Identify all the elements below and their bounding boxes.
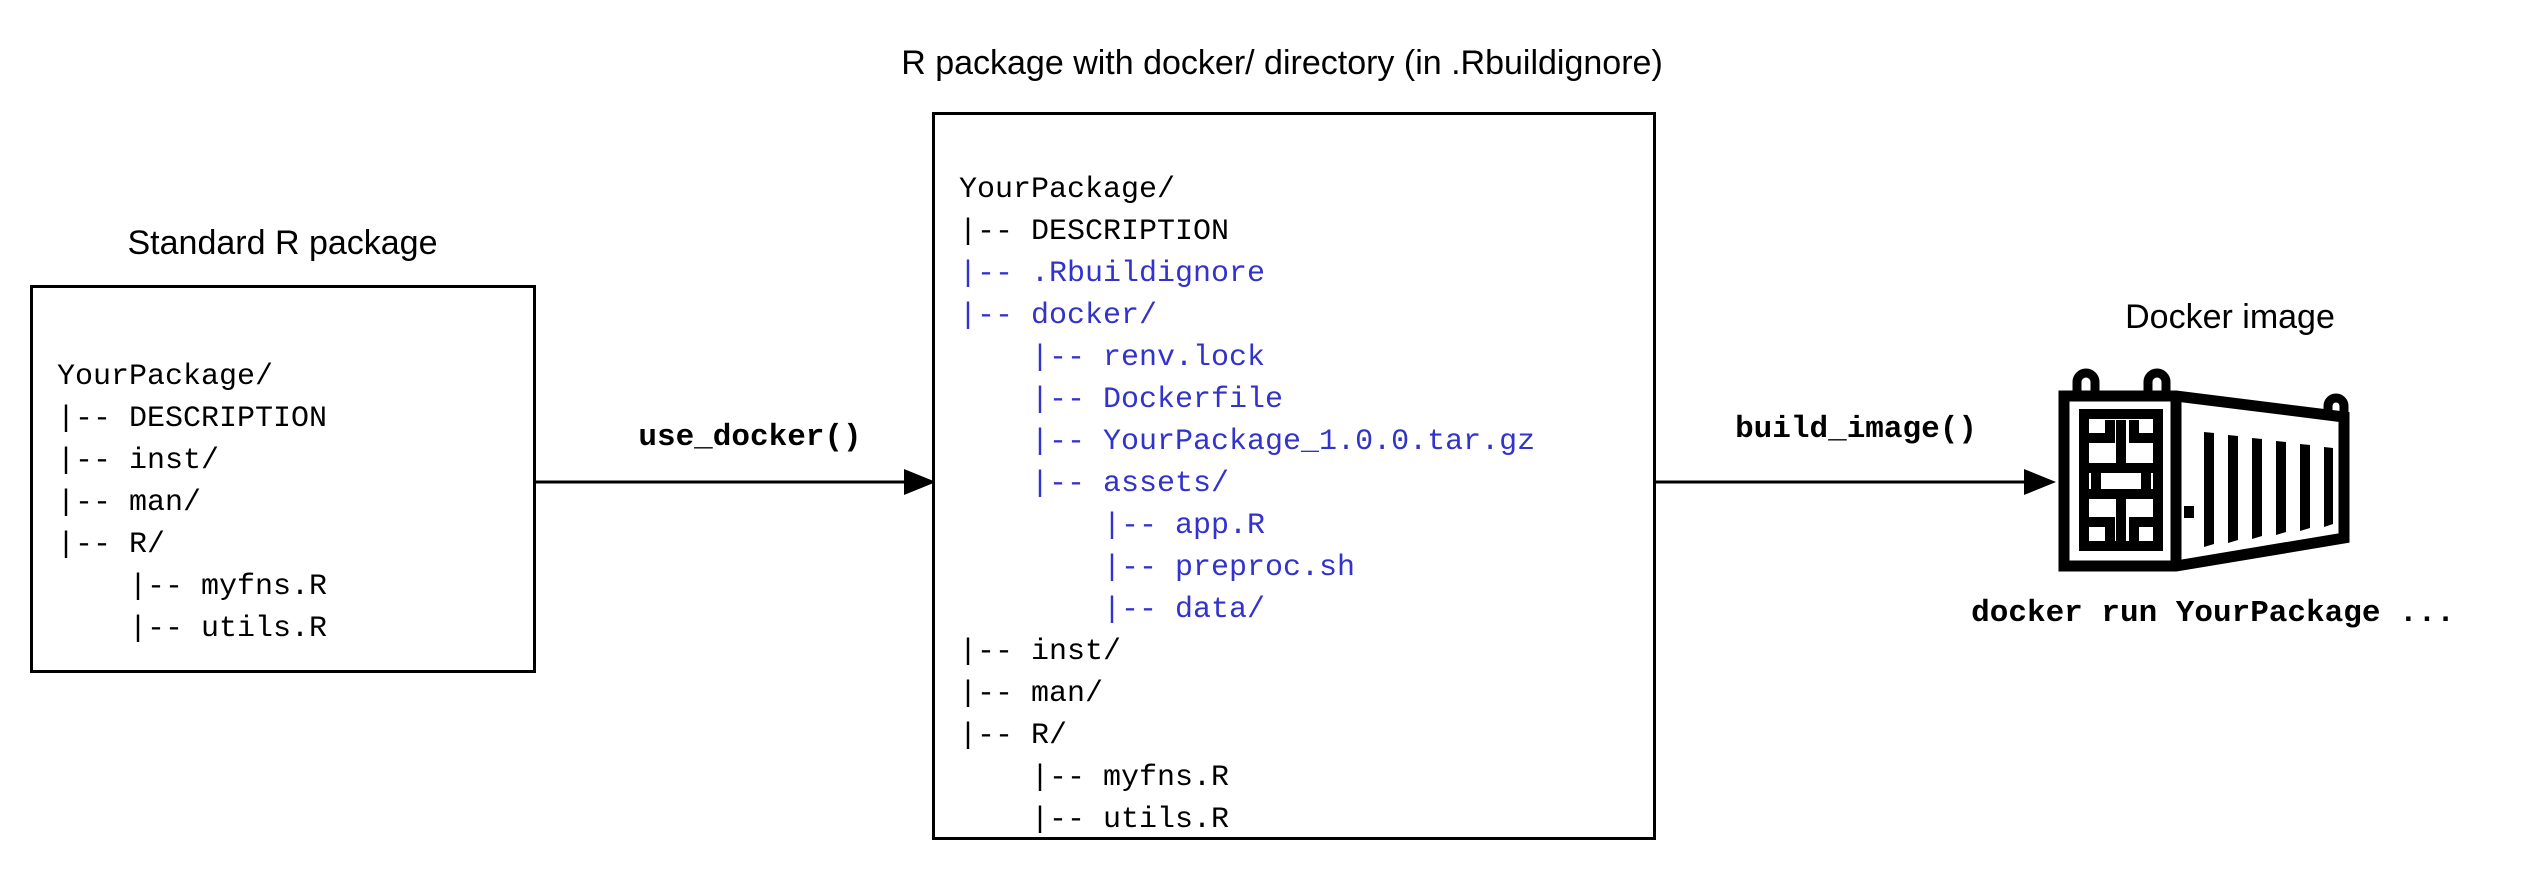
tree-line: |-- DESCRIPTION — [959, 215, 1230, 249]
tree-line: |-- inst/ — [57, 444, 220, 478]
tree-line: |-- app.R — [959, 509, 1266, 543]
tree-line: |-- utils.R — [959, 803, 1230, 837]
tree-line: |-- R/ — [959, 719, 1068, 753]
docker-image-title: Docker image — [2125, 298, 2335, 336]
docker-package-title: R package with docker/ directory (in .Rb… — [901, 44, 1663, 82]
standard-r-package-title: Standard R package — [127, 224, 438, 262]
tree-line: |-- man/ — [959, 677, 1104, 711]
tree-line: YourPackage/ — [57, 360, 274, 394]
use-docker-arrow: use_docker() — [536, 420, 936, 510]
tree-line: |-- inst/ — [959, 635, 1122, 669]
tree-line: |-- Dockerfile — [959, 383, 1284, 417]
docker-run-command: docker run YourPackage ... — [1971, 596, 2455, 631]
tree-line: |-- utils.R — [57, 612, 328, 646]
tree-line: |-- data/ — [959, 593, 1266, 627]
docker-package-tree: YourPackage/ |-- DESCRIPTION |-- .Rbuild… — [959, 169, 1535, 841]
build-image-arrow: build_image() — [1656, 412, 2056, 510]
use-docker-label: use_docker() — [638, 420, 862, 455]
tree-line: |-- DESCRIPTION — [57, 402, 328, 436]
arrow-line-1 — [536, 469, 936, 495]
tree-line: |-- docker/ — [959, 299, 1158, 333]
build-image-label: build_image() — [1735, 412, 1977, 447]
arrow-line-2 — [1656, 469, 2056, 495]
tree-line: |-- preproc.sh — [959, 551, 1356, 585]
tree-line: |-- YourPackage_1.0.0.tar.gz — [959, 425, 1536, 459]
tree-line: |-- myfns.R — [57, 570, 328, 604]
tree-line: |-- .Rbuildignore — [959, 257, 1266, 291]
tree-line: |-- renv.lock — [959, 341, 1266, 375]
tree-line: |-- man/ — [57, 486, 202, 520]
tree-line: |-- R/ — [57, 528, 166, 562]
docker-package-box: YourPackage/ |-- DESCRIPTION |-- .Rbuild… — [932, 112, 1656, 840]
tree-line: |-- assets/ — [959, 467, 1230, 501]
standard-r-package-box: YourPackage/ |-- DESCRIPTION |-- inst/ |… — [30, 285, 536, 673]
tree-line: YourPackage/ — [959, 173, 1176, 207]
shipping-container-icon — [2058, 368, 2350, 572]
standard-r-package-tree: YourPackage/ |-- DESCRIPTION |-- inst/ |… — [57, 356, 327, 650]
tree-line: |-- myfns.R — [959, 761, 1230, 795]
